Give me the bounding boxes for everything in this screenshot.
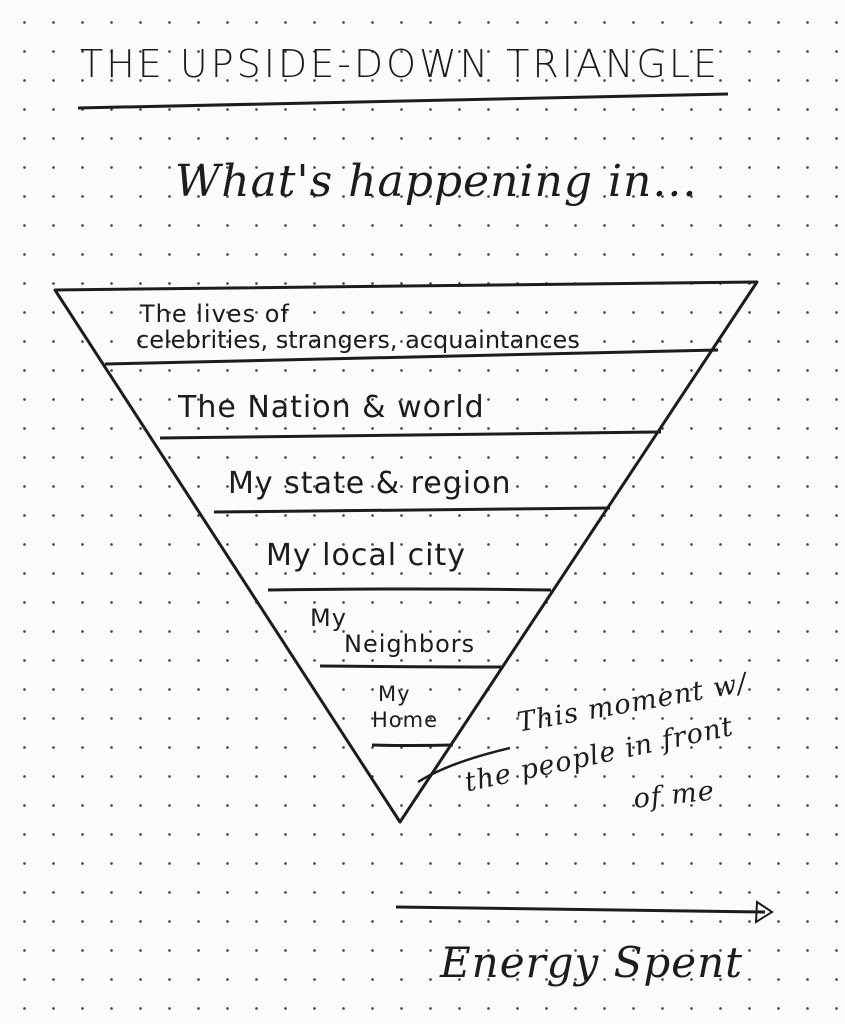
tier-divider [267, 587, 552, 592]
title-underline [77, 92, 729, 110]
tier-divider [159, 430, 662, 440]
pointer-line [417, 746, 511, 784]
triangle-outline [53, 280, 759, 824]
page-title: THE UPSIDE-DOWN TRIANGLE [80, 42, 721, 86]
tier-divider [319, 664, 504, 669]
tier-6-line1: My [378, 682, 411, 706]
tier-4-label: My local city [266, 538, 466, 573]
energy-arrow-head [754, 900, 774, 924]
tier-1-line1: The lives of [140, 300, 290, 328]
tier-5-line2: Neighbors [344, 630, 476, 658]
tier-5-line1: My [310, 604, 347, 632]
tier-divider [104, 348, 719, 366]
tier-6-line2: Home [372, 708, 439, 732]
tier-divider [371, 743, 454, 747]
tier-1-line2: celebrities, strangers, acquaintances [136, 326, 580, 354]
tier-3-label: My state & region [228, 466, 512, 501]
tier-2-label: The Nation & world [178, 390, 485, 425]
energy-arrow-line [395, 905, 766, 914]
tier-divider [213, 506, 611, 514]
subtitle: What's happening in... [175, 156, 698, 207]
energy-axis-label: Energy Spent [440, 938, 744, 987]
